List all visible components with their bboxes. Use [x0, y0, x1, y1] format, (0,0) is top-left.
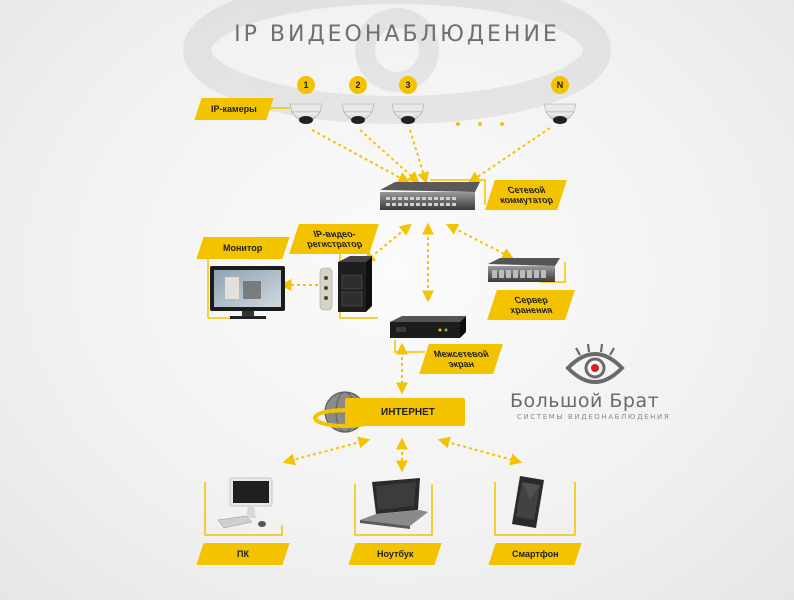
camera-n	[543, 103, 577, 124]
camera-3	[391, 103, 425, 124]
link-internet-pc	[282, 436, 371, 466]
link-cameraN-switch	[468, 127, 551, 184]
firewall-icon	[390, 316, 466, 338]
switch-label-line1: Сетевой	[505, 185, 547, 195]
link-camera2-switch	[359, 129, 420, 184]
link-camera3-switch	[409, 129, 429, 185]
camera-number-1: 1	[297, 76, 315, 94]
pc-label: ПК	[196, 543, 290, 565]
recorder-label-line2: регистратор	[304, 239, 364, 249]
cameras-label: IP-камеры	[194, 98, 274, 120]
recorder-label: IP-видео-регистратор	[289, 224, 379, 254]
camera-ellipsis-dots	[456, 122, 504, 126]
switch-label-line2: коммутатор	[497, 195, 555, 205]
camera-1	[289, 103, 323, 124]
link-camera1-switch	[311, 129, 411, 184]
camera-number-3: 3	[399, 76, 417, 94]
link-switch-storage	[445, 223, 515, 260]
desktop-pc-icon	[217, 477, 273, 529]
firewall-label-line1: Межсетевой	[432, 349, 490, 359]
brand-name: Большой Брат	[510, 390, 660, 412]
link-switch-recorder	[363, 223, 412, 264]
page-title: IP ВИДЕОНАБЛЮДЕНИЕ	[234, 22, 560, 47]
internet-label: ИНТЕРНЕТ	[381, 406, 435, 418]
camera-number-2: 2	[349, 76, 367, 94]
smartphone-icon	[512, 476, 544, 528]
background-watermark	[183, 0, 611, 124]
video-recorder-icon	[319, 256, 372, 312]
laptop-icon	[360, 478, 428, 529]
storage-server-icon	[488, 258, 560, 282]
globe-www-text: www	[332, 406, 351, 415]
monitor-icon	[210, 266, 285, 319]
eye-logo-icon	[565, 343, 625, 384]
storage-label-line1: Сервер	[512, 295, 550, 305]
camera-2	[341, 103, 375, 124]
link-internet-smartphone	[437, 436, 523, 466]
laptop-label: Ноутбук	[348, 543, 442, 565]
camera-number-n: N	[551, 76, 569, 94]
connection-lines	[279, 127, 551, 473]
network-switch-icon	[380, 182, 480, 210]
bracket-outlines	[204, 107, 576, 536]
monitor-label: Монитор	[196, 237, 290, 259]
internet-label-box: ИНТЕРНЕТ	[345, 398, 465, 426]
firewall-label-line2: экран	[446, 359, 476, 369]
storage-label-line2: хранения	[508, 305, 554, 315]
smartphone-label: Смартфон	[488, 543, 582, 565]
recorder-label-line1: IP-видео-	[311, 229, 357, 239]
brand-tagline: СИСТЕМЫ ВИДЕОНАБЛЮДЕНИЯ	[517, 413, 671, 421]
